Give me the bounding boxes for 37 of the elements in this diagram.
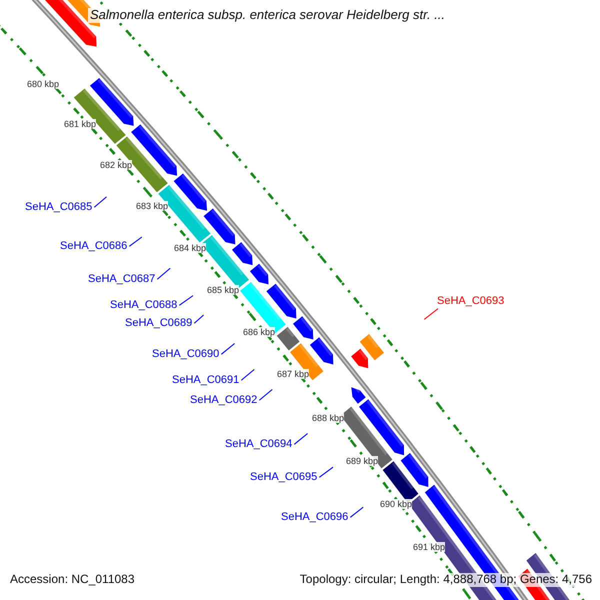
leader-line [350, 506, 364, 518]
gene-label: SeHA_C0689 [125, 317, 192, 330]
scale-tick-label: 684 kbp [174, 243, 206, 254]
scale-tick-label: 691 kbp [413, 542, 446, 552]
scale-tick-label: 681 kbp [64, 119, 96, 130]
gene-label: SeHA_C0686 [60, 240, 128, 253]
gene-label: SeHA_C0694 [225, 438, 292, 451]
leader-line [318, 466, 334, 478]
leader-line [194, 314, 204, 324]
scale-tick-label: 680 kbp [27, 79, 60, 90]
scale-tick-label: 686 kbp [243, 327, 276, 338]
scale-tick-label: 682 kbp [100, 160, 132, 170]
gene-label: SeHA_C0696 [281, 511, 348, 524]
scale-tick-label: 685 kbp [207, 285, 240, 296]
gene-label: SeHA_C0690 [152, 348, 220, 361]
leader-line [294, 433, 308, 445]
gene-label: SeHA_C0691 [172, 374, 240, 387]
scale-tick-label: 688 kbp [312, 413, 344, 424]
scale-tick-label: 683 kbp [136, 201, 168, 212]
accession-text: Accession: NC_011083 [10, 573, 135, 587]
gene-label: SeHA_C0688 [110, 299, 178, 312]
scale-tick-label: 689 kbp [346, 456, 378, 466]
leader-line [128, 236, 142, 247]
leader-line [220, 343, 236, 355]
leader-line [258, 389, 273, 401]
gene-label: SeHA_C0693 [437, 295, 504, 308]
leader-line [240, 369, 255, 381]
leader-line [178, 295, 194, 306]
gene-label: SeHA_C0695 [250, 471, 318, 484]
gene-label: SeHA_C0692 [190, 394, 258, 407]
gene-label: SeHA_C0687 [88, 273, 156, 286]
gene-label: SeHA_C0685 [25, 201, 92, 214]
leader-line [94, 196, 107, 208]
leader-line [156, 268, 171, 280]
scale-tick-label: 690 kbp [380, 499, 412, 510]
scale-tick-label: 687 kbp [277, 369, 310, 380]
leader-line [424, 308, 438, 320]
